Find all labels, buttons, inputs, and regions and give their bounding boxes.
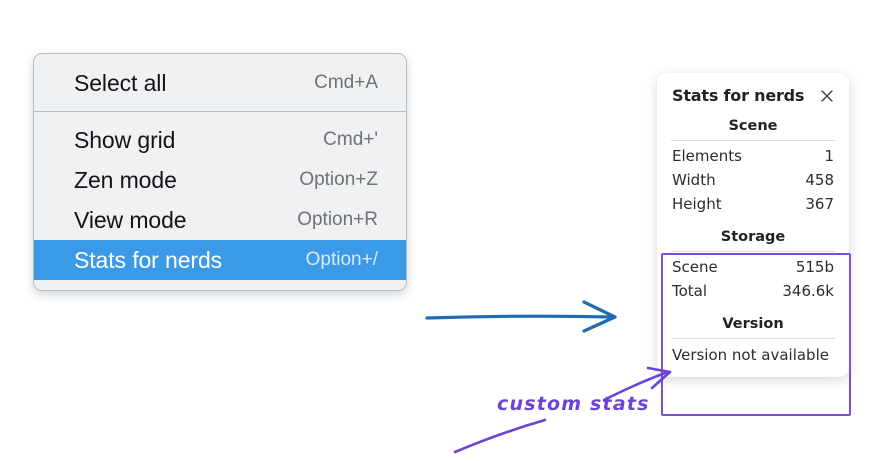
stat-value: 458	[805, 171, 834, 189]
version-status-text: Version not available	[672, 346, 829, 364]
menu-item-shortcut: Option+/	[305, 249, 378, 270]
blue-arrow-icon	[425, 300, 617, 333]
section-rule	[671, 338, 835, 339]
close-icon[interactable]	[818, 87, 836, 105]
menu-item-label: Show grid	[74, 126, 176, 153]
stat-value: 515b	[795, 258, 834, 276]
stat-value: 367	[805, 195, 834, 213]
stat-value: 1	[824, 147, 834, 165]
stats-panel-body: Scene Elements 1 Width 458 Height 367 St…	[657, 118, 849, 365]
section-title-storage: Storage	[720, 229, 786, 245]
purple-underline-icon	[453, 418, 547, 454]
menu-item-select-all[interactable]: Select all Cmd+A	[34, 63, 406, 103]
menu-item-zen-mode[interactable]: Zen mode Option+Z	[34, 160, 406, 200]
menu-divider	[34, 111, 406, 112]
menu-item-label: Select all	[74, 69, 167, 96]
stat-row-width: Width 458	[671, 168, 835, 192]
context-menu: Select all Cmd+A Show grid Cmd+' Zen mod…	[33, 53, 407, 291]
menu-section-view: Show grid Cmd+' Zen mode Option+Z View m…	[34, 112, 406, 290]
stats-for-nerds-panel: Stats for nerds Scene Elements 1 Width 4…	[657, 73, 849, 377]
section-rule	[671, 140, 835, 141]
annotation-note-custom-stats: custom stats	[497, 393, 650, 415]
menu-item-label: Stats for nerds	[74, 246, 223, 273]
stat-key: Elements	[672, 147, 742, 165]
menu-item-label: Zen mode	[74, 166, 177, 193]
menu-item-stats-for-nerds[interactable]: Stats for nerds Option+/	[34, 240, 406, 280]
section-title-version: Version	[722, 316, 784, 332]
stat-key: Width	[672, 171, 716, 189]
stat-row-storage-scene: Scene 515b	[671, 255, 835, 279]
menu-item-shortcut: Cmd+'	[323, 129, 378, 150]
menu-item-view-mode[interactable]: View mode Option+R	[34, 200, 406, 240]
stats-panel-header: Stats for nerds	[657, 83, 849, 105]
stat-key: Height	[672, 195, 722, 213]
menu-item-shortcut: Option+R	[297, 209, 378, 230]
menu-item-show-grid[interactable]: Show grid Cmd+'	[34, 120, 406, 160]
menu-item-shortcut: Cmd+A	[314, 72, 378, 93]
stats-panel-title: Stats for nerds	[672, 86, 805, 105]
stat-key: Total	[672, 282, 708, 300]
stat-row-height: Height 367	[671, 192, 835, 216]
menu-item-shortcut: Option+Z	[299, 169, 378, 190]
menu-section-primary: Select all Cmd+A	[34, 54, 406, 111]
section-rule	[671, 251, 835, 252]
stat-value: 346.6k	[782, 282, 834, 300]
menu-item-label: View mode	[74, 206, 187, 233]
stat-row-elements: Elements 1	[671, 144, 835, 168]
section-title-scene: Scene	[728, 118, 778, 134]
stat-key: Scene	[672, 258, 718, 276]
stat-row-storage-total: Total 346.6k	[671, 279, 835, 303]
